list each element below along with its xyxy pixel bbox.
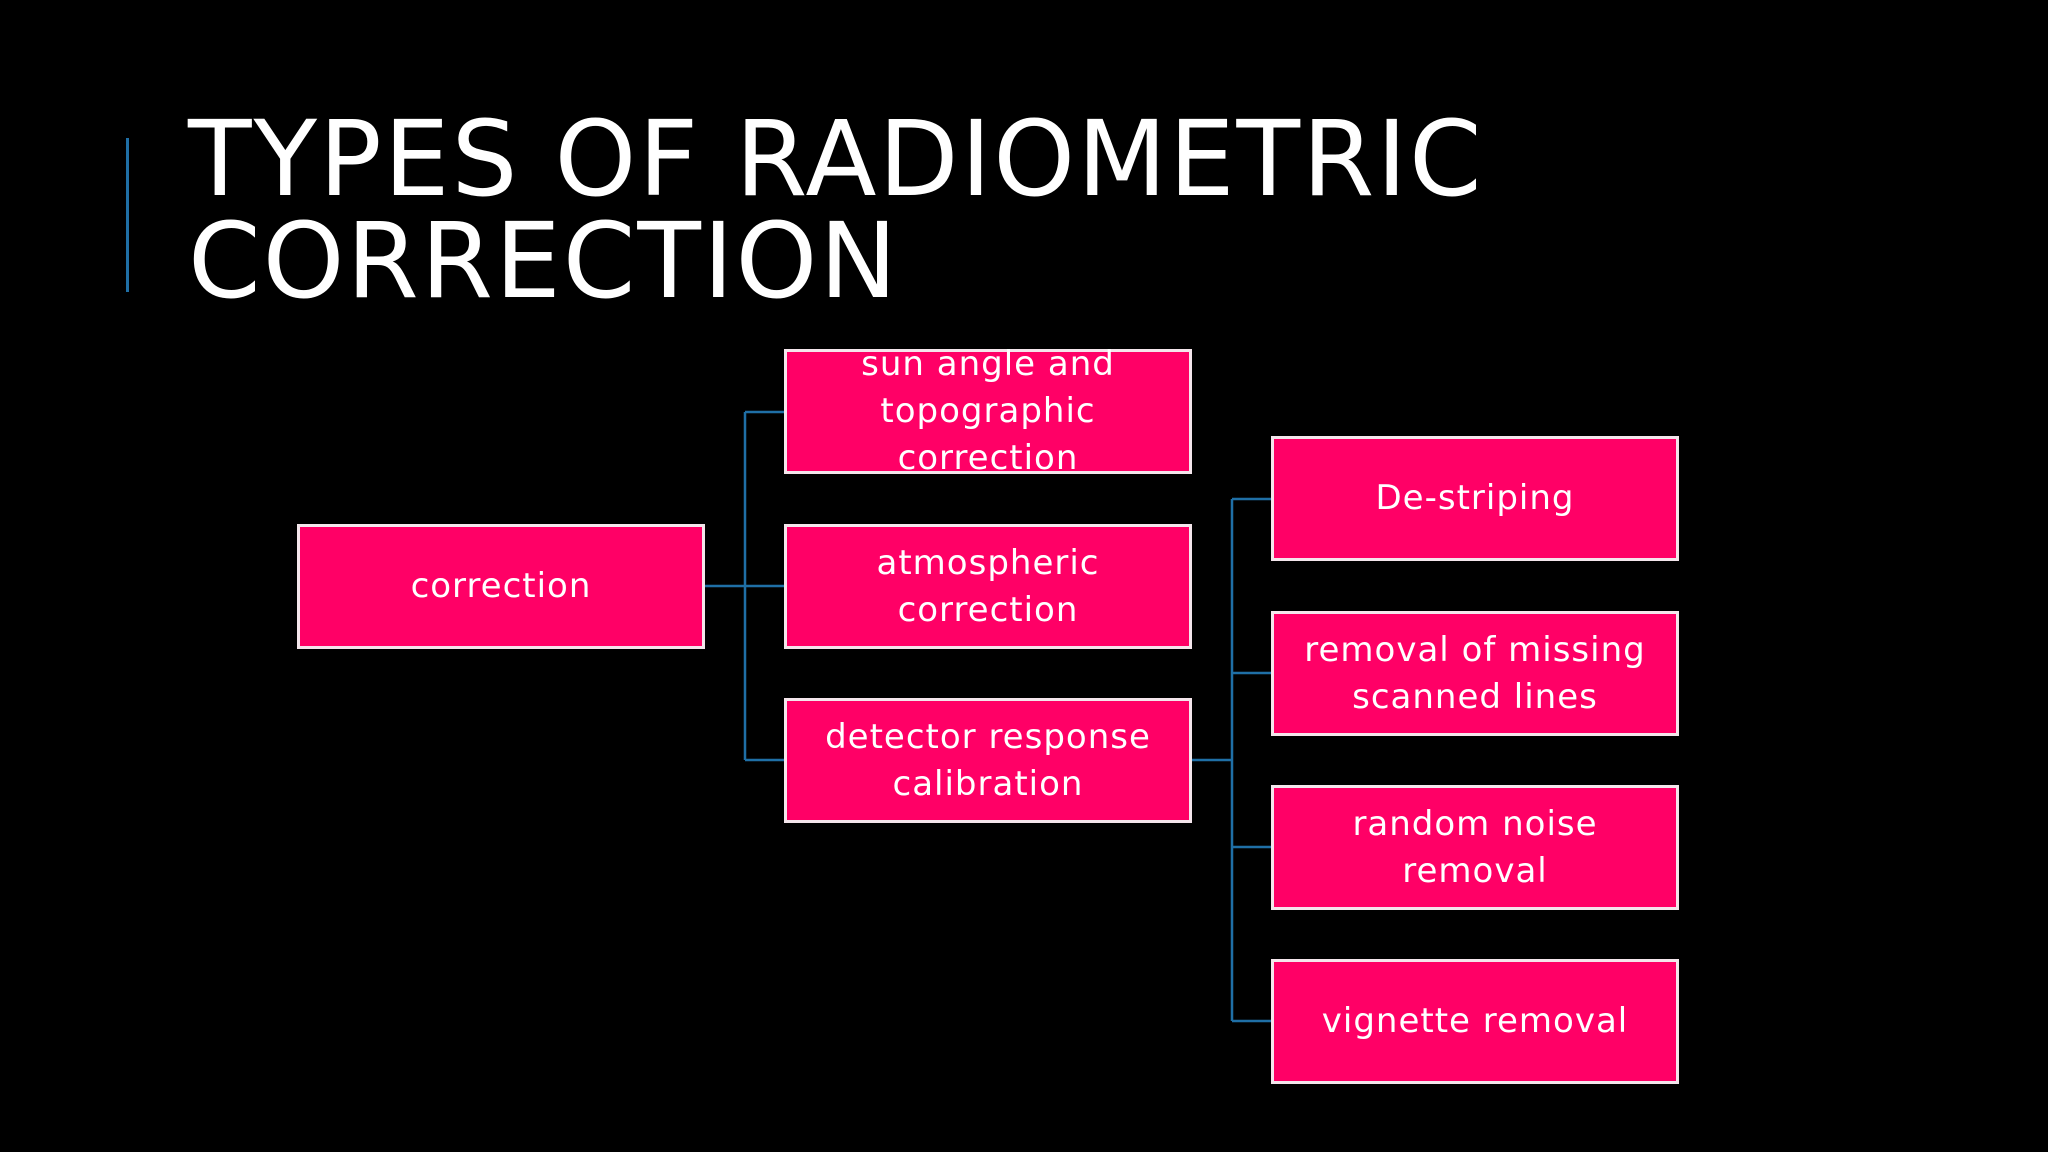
node-label: sun angle and topographic correction <box>861 344 1115 478</box>
node-random-noise-removal: random noise removal <box>1271 785 1679 910</box>
node-label: vignette removal <box>1321 1001 1629 1041</box>
node-label: atmospheric correction <box>876 542 1100 630</box>
node-correction: correction <box>297 524 705 649</box>
node-vignette-removal: vignette removal <box>1271 959 1679 1084</box>
slide-title: TYPES OF RADIOMETRIC CORRECTION <box>188 98 1788 322</box>
node-detector-response-calibration: detector response calibration <box>784 698 1192 823</box>
node-label: De-striping <box>1375 478 1575 518</box>
node-atmospheric-correction: atmospheric correction <box>784 524 1192 649</box>
node-label: removal of missing scanned lines <box>1304 629 1646 717</box>
node-label: detector response calibration <box>825 716 1151 804</box>
node-removal-missing-lines: removal of missing scanned lines <box>1271 611 1679 736</box>
slide-title-line-1: TYPES OF RADIOMETRIC <box>188 98 1484 220</box>
slide-title-line-2: CORRECTION <box>188 200 900 322</box>
node-label: correction <box>410 566 592 606</box>
node-label: random noise removal <box>1352 803 1598 891</box>
node-sun-angle-topographic: sun angle and topographic correction <box>784 344 1192 478</box>
node-de-striping: De-striping <box>1271 436 1679 561</box>
title-accent-bar <box>126 138 129 292</box>
